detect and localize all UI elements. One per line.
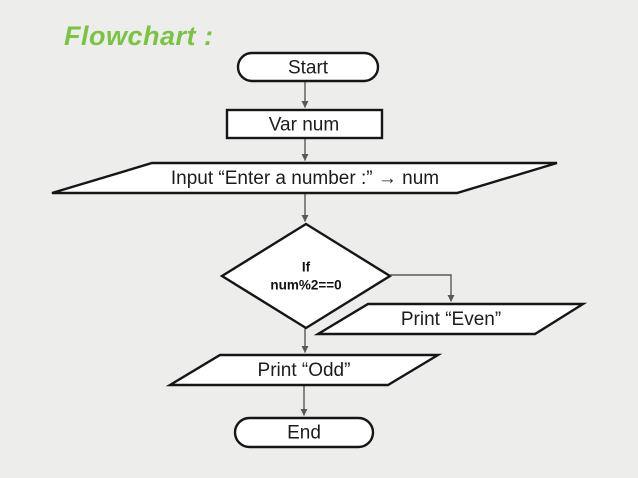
print-odd-parallelogram-shape [165,353,443,387]
node-start: Start [236,51,380,83]
end-terminator-shape [233,416,375,449]
declare-label: Var num [269,115,339,136]
input-label: Input “Enter a number :” → num [171,168,439,189]
decision-diamond-shape [219,222,393,330]
start-terminator-shape [236,51,380,83]
page-title: Flowchart : [64,21,214,51]
node-input: Input “Enter a number :” → num [51,161,558,195]
declare-process-shape [225,108,384,140]
node-print-odd: Print “Odd” [165,353,443,387]
node-print-even: Print “Even” [313,302,588,336]
input-parallelogram-shape [51,161,558,195]
print-even-parallelogram-shape [313,302,588,336]
print-even-label: Print “Even” [401,309,501,330]
node-declare: Var num [225,108,384,140]
node-end: End [233,416,375,449]
start-label: Start [288,58,329,79]
connector-decision-print-even [390,274,455,302]
end-label: End [287,423,321,444]
node-decision: If num%2==0 [219,222,393,330]
decision-label-line1: If [302,260,311,275]
decision-label-line2: num%2==0 [270,278,341,293]
print-odd-label: Print “Odd” [258,360,351,381]
